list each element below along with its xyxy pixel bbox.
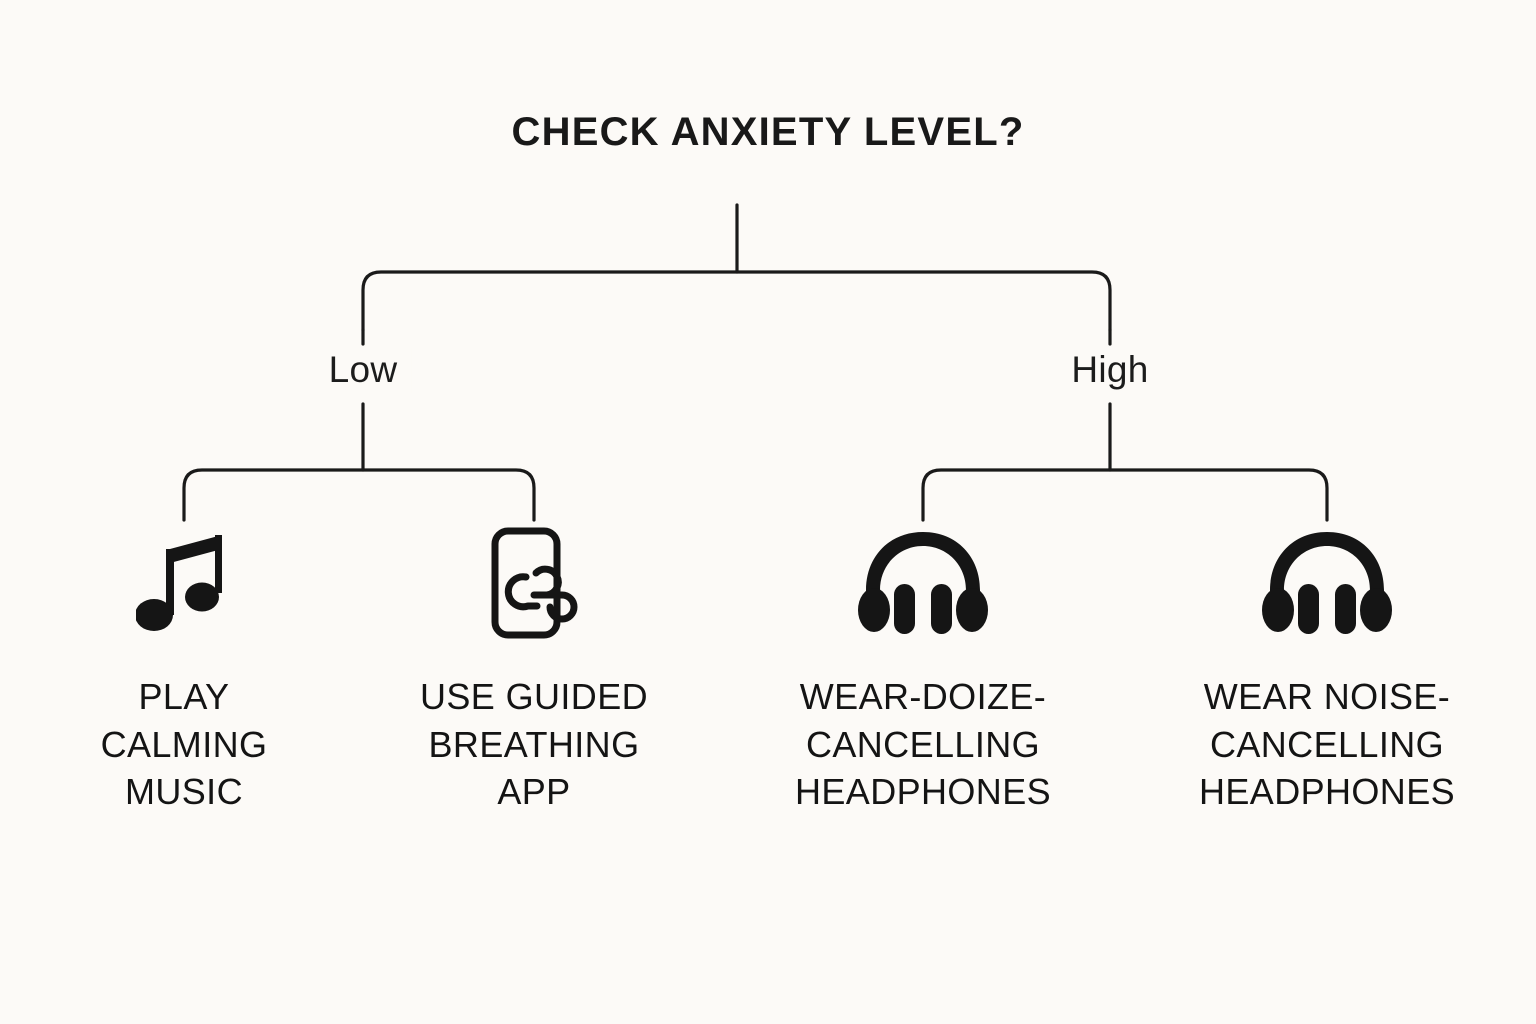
- breathing-app-phone-icon: [482, 520, 586, 645]
- music-note-icon: [136, 520, 232, 645]
- leaf-label: WEAR NOISE- CANCELLING HEADPHONES: [1198, 676, 1456, 813]
- leaf-label: PLAY CALMING MUSIC: [100, 676, 268, 813]
- leaf-node-wear-noise-cancelling-headphones[interactable]: WEAR NOISE- CANCELLING HEADPHONES: [1157, 520, 1497, 816]
- leaf-node-wear-doize-cancelling-headphones[interactable]: WEAR-DOIZE- CANCELLING HEADPHONES: [753, 520, 1093, 816]
- branch-label-high: High: [1057, 348, 1163, 393]
- headphones-icon: [856, 520, 990, 645]
- leaf-node-use-guided-breathing-app[interactable]: USE GUIDED BREATHING APP: [364, 520, 704, 816]
- leaf-label: WEAR-DOIZE- CANCELLING HEADPHONES: [794, 676, 1052, 813]
- headphones-icon: [1260, 520, 1394, 645]
- high-split-bar: [921, 468, 1329, 522]
- branch-label-low: Low: [314, 348, 412, 393]
- root-split-bar: [361, 270, 1112, 332]
- leaf-label: USE GUIDED BREATHING APP: [419, 676, 649, 813]
- page-title: CHECK ANXIETY LEVEL?: [511, 110, 1025, 154]
- leaf-node-play-calming-music[interactable]: PLAY CALMING MUSIC: [14, 520, 354, 816]
- low-split-bar: [182, 468, 536, 522]
